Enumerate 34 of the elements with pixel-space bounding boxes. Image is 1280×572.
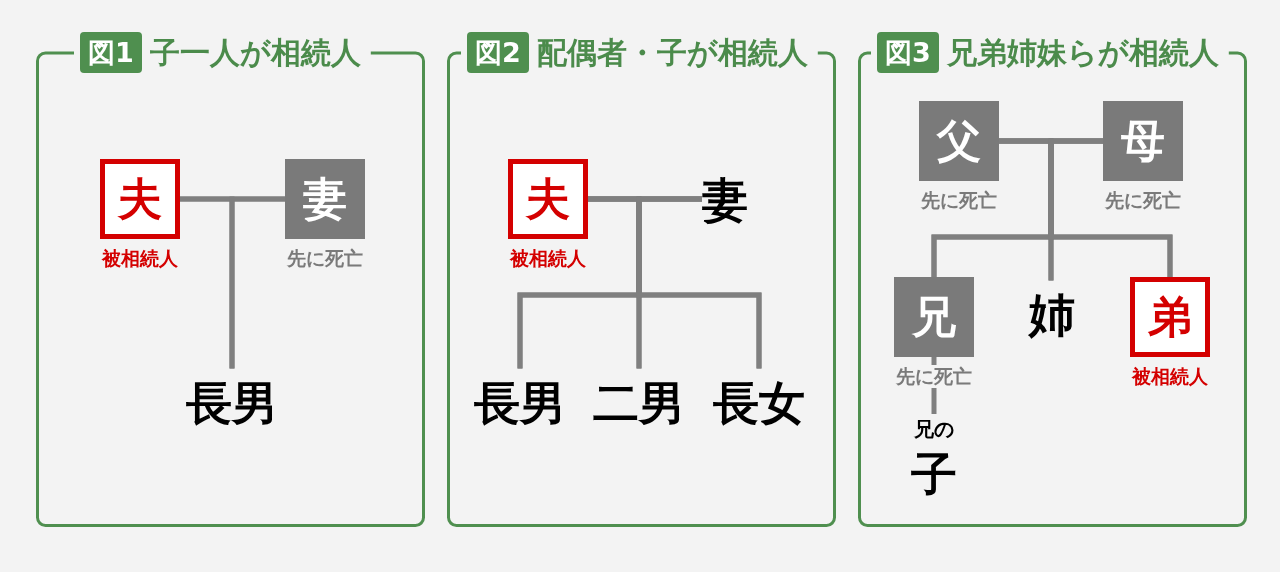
- person-box: 妻: [285, 159, 365, 239]
- panel-title: 兄弟姉妹らが相続人: [946, 34, 1219, 72]
- person-box: 父: [919, 101, 999, 181]
- person-box: 夫: [100, 159, 180, 239]
- status-label: 先に死亡: [1103, 189, 1183, 212]
- person-box: 母: [1103, 101, 1183, 181]
- person-name: 子: [911, 446, 957, 503]
- panel-frame: [858, 32, 1247, 527]
- family-line: [229, 196, 285, 369]
- figure-tag: 図1: [80, 32, 142, 73]
- status-label: 被相続人: [508, 247, 588, 270]
- family-line: [1048, 138, 1173, 277]
- panel-title: 子一人が相続人: [149, 34, 361, 72]
- figure-tag: 図3: [877, 32, 939, 73]
- status-label: 被相続人: [100, 247, 180, 270]
- status-label: 被相続人: [1130, 365, 1210, 388]
- status-label: 先に死亡: [919, 189, 999, 212]
- person-box: 兄: [894, 277, 974, 357]
- person-name: 姉: [1029, 280, 1075, 350]
- person-box: 弟: [1130, 277, 1210, 357]
- panel-frame: [447, 32, 836, 527]
- person-box: 夫: [508, 159, 588, 239]
- person-name: 長男: [474, 368, 566, 438]
- family-line: [636, 196, 762, 369]
- person-name: 長男: [186, 368, 278, 438]
- figure-tag: 図2: [467, 32, 529, 73]
- status-label: 先に死亡: [285, 247, 365, 270]
- status-label: 先に死亡: [894, 365, 974, 388]
- person-name: 二男: [593, 368, 685, 438]
- relation-note: 兄の: [914, 416, 954, 443]
- panel-title: 配偶者・子が相続人: [536, 34, 808, 72]
- panel-frame: [36, 32, 425, 527]
- person-name: 長女: [713, 368, 805, 438]
- person-name: 妻: [702, 165, 748, 235]
